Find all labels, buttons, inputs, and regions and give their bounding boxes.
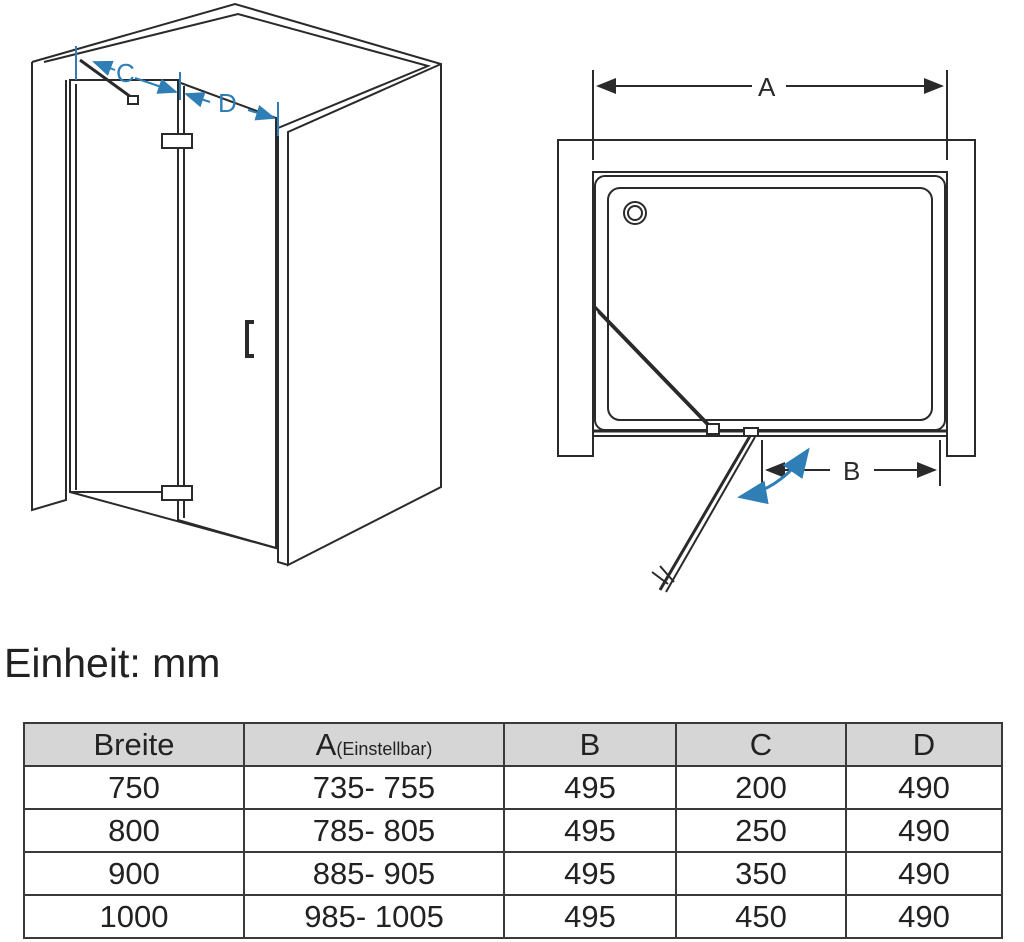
cell-b: 495 [503, 851, 677, 896]
dim-a [592, 70, 948, 160]
cell-b: 495 [503, 894, 677, 939]
cell-d: 490 [845, 808, 1003, 853]
cell-breite: 750 [23, 765, 245, 810]
support-bar [79, 58, 136, 102]
cell-a: 785- 805 [243, 808, 505, 853]
shower-tray [594, 175, 946, 431]
cell-c: 250 [675, 808, 847, 853]
table-row: 800 785- 805 495 250 490 [23, 808, 1003, 853]
label-d: D [218, 88, 237, 118]
cell-d: 490 [845, 894, 1003, 939]
cell-d: 490 [845, 765, 1003, 810]
dim-cd [75, 46, 279, 136]
left-wall [31, 62, 67, 512]
swing-arrow-icon [737, 447, 810, 505]
wall-outline [31, 2, 442, 567]
door-handle [245, 320, 254, 358]
plan-door-open [658, 435, 752, 591]
right-wall [277, 128, 289, 566]
table-row: 1000 985- 1005 495 450 490 [23, 894, 1003, 939]
perspective-view [31, 2, 442, 567]
hinge-bottom [161, 485, 193, 501]
cell-a: 735- 755 [243, 765, 505, 810]
cell-c: 450 [675, 894, 847, 939]
table-row: 750 735- 755 495 200 490 [23, 765, 1003, 810]
cell-breite: 900 [23, 851, 245, 896]
table-row: 900 885- 905 495 350 490 [23, 851, 1003, 896]
cell-a: 985- 1005 [243, 894, 505, 939]
cell-c: 350 [675, 851, 847, 896]
door-panel [177, 80, 277, 550]
cell-a: 885- 905 [243, 851, 505, 896]
plan-walls [557, 139, 976, 457]
label-c: C [116, 58, 135, 88]
cell-b: 495 [503, 765, 677, 810]
header-d: D [845, 722, 1003, 767]
cell-breite: 1000 [23, 894, 245, 939]
cell-d: 490 [845, 851, 1003, 896]
label-b: B [843, 456, 860, 486]
table-header-row: Breite A(Einstellbar) B C D [23, 722, 1003, 767]
label-a: A [758, 72, 776, 102]
hinge-top [161, 133, 193, 149]
cell-breite: 800 [23, 808, 245, 853]
cell-c: 200 [675, 765, 847, 810]
header-b: B [503, 722, 677, 767]
header-breite: Breite [23, 722, 245, 767]
shower-diagrams: C D A B [31, 2, 976, 593]
unit-label: Einheit: mm [4, 640, 221, 686]
header-c: C [675, 722, 847, 767]
door-handle-plan [651, 565, 675, 585]
plan-view [557, 139, 976, 593]
dimension-table: Breite A(Einstellbar) B C D 750 735- 755… [23, 722, 1003, 939]
header-a: A(Einstellbar) [243, 722, 505, 767]
drain-icon [623, 201, 647, 225]
plan-support-bar [591, 303, 714, 430]
cell-b: 495 [503, 808, 677, 853]
